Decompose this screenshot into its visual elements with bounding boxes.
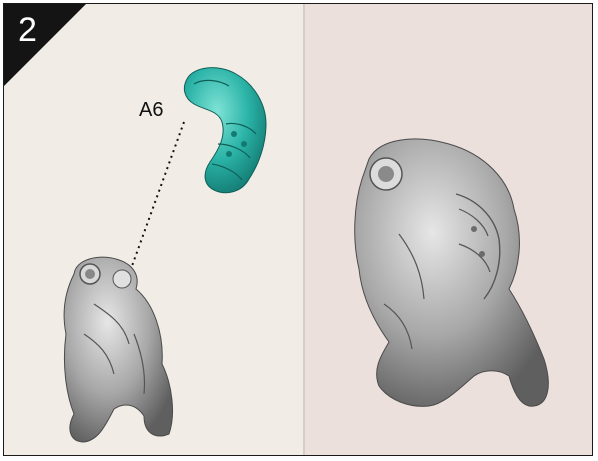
torso-left-icon — [64, 257, 172, 442]
arm-part-a6-icon — [184, 68, 266, 193]
torso-right-icon — [355, 139, 549, 406]
step-number: 2 — [18, 13, 37, 47]
part-label: A6 — [139, 99, 163, 122]
step-badge — [4, 4, 86, 86]
instruction-step-frame: 2 A6 — [3, 3, 593, 456]
connector-line — [132, 122, 184, 266]
assembly-illustration — [4, 4, 593, 456]
